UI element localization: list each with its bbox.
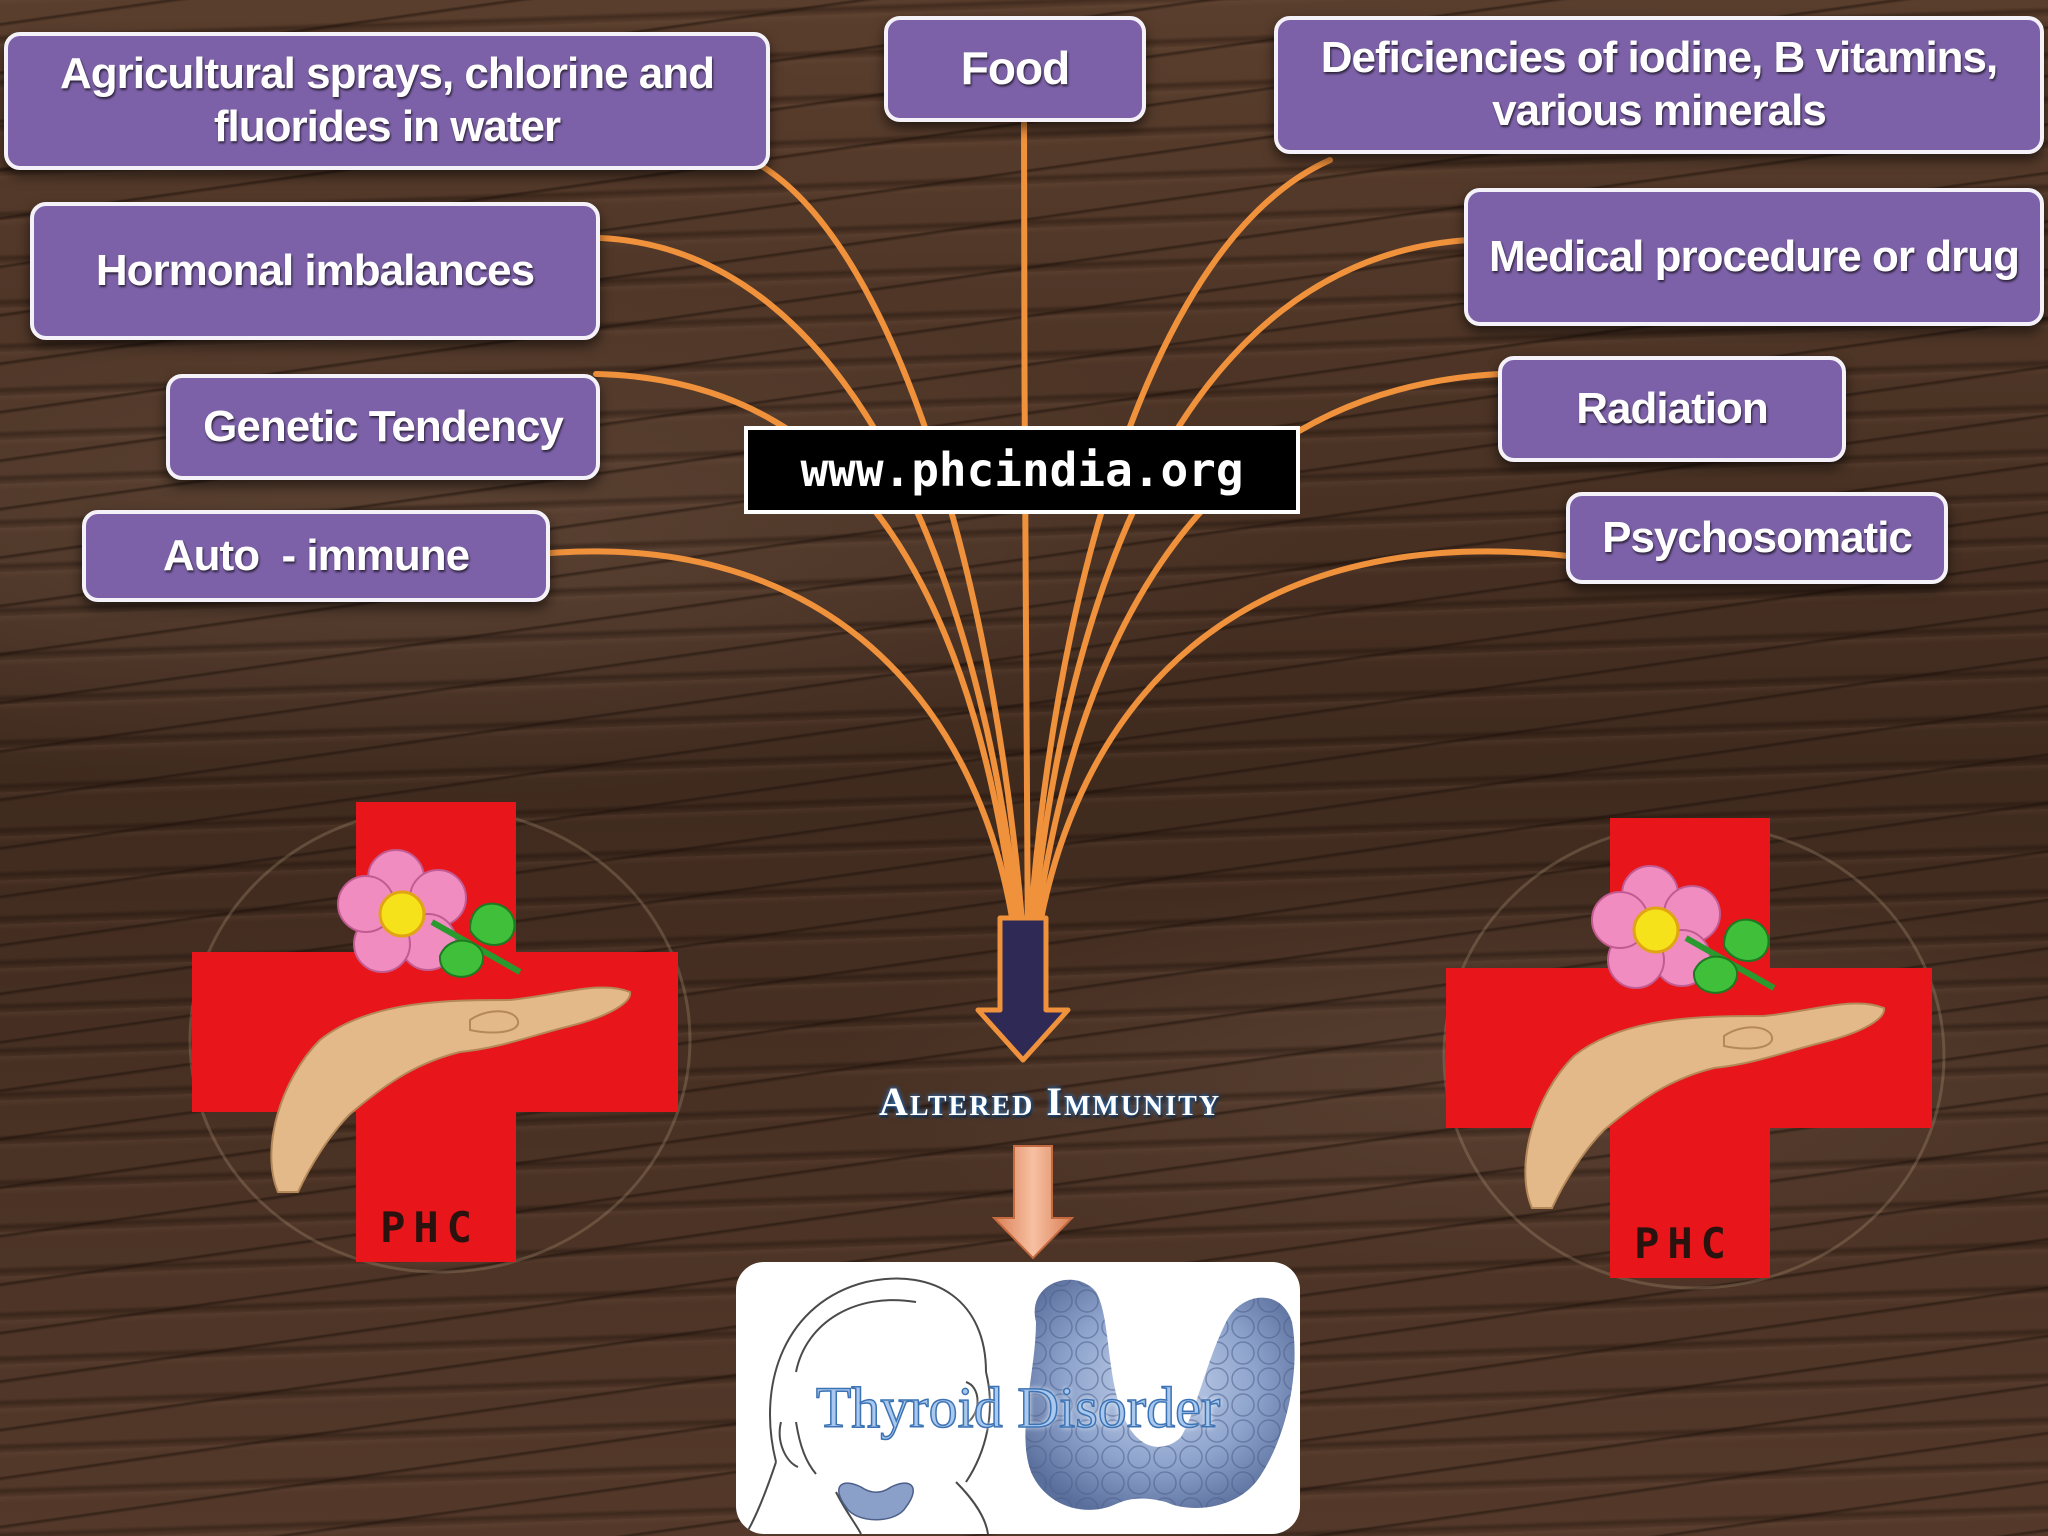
cause-medical-procedure: Medical procedure or drug [1464, 188, 2044, 326]
connector-food [1021, 115, 1031, 963]
connector-genetic [593, 371, 1023, 963]
thyroid-gland-image [1025, 1279, 1295, 1510]
phc-logo-left: PHC [188, 802, 692, 1274]
small-thyroid-icon [838, 1482, 914, 1521]
phc-text: PHC [1634, 1219, 1734, 1268]
connector-psychosomatic [1031, 548, 1571, 963]
connector-radiation [1029, 371, 1503, 963]
down-arrow-icon [975, 915, 1071, 1063]
cause-auto-immune: Auto - immune [82, 510, 550, 602]
altered-immunity-label: Altered Immunity [878, 1079, 1222, 1124]
hand-icon [1524, 1002, 1886, 1209]
thyroid-disorder-label: Thyroid Disorder [815, 1374, 1221, 1441]
phc-text: PHC [380, 1203, 480, 1252]
phc-logo-right: PHC [1442, 818, 1946, 1290]
cause-genetic-tendency: Genetic Tendency [166, 374, 600, 480]
watermark-url: www.phcindia.org [744, 426, 1300, 514]
thyroid-disorder-card: Thyroid Disorder [736, 1262, 1300, 1534]
hand-icon [270, 986, 632, 1193]
pink-flower-icon [1591, 865, 1776, 994]
pink-flower-icon [337, 849, 522, 978]
cause-deficiencies: Deficiencies of iodine, B vitamins, vari… [1274, 16, 2044, 154]
down-arrow-icon-2 [991, 1145, 1075, 1260]
cause-radiation: Radiation [1498, 356, 1846, 462]
cause-psychosomatic: Psychosomatic [1566, 492, 1948, 584]
cause-hormonal-imbalances: Hormonal imbalances [30, 202, 600, 340]
neck-sketch-image [745, 1277, 991, 1534]
cause-food: Food [884, 16, 1146, 122]
cause-agricultural-sprays: Agricultural sprays, chlorine and fluori… [4, 32, 770, 170]
thyroid-illustration [745, 1277, 1295, 1534]
connector-autoimmune [517, 548, 1021, 963]
